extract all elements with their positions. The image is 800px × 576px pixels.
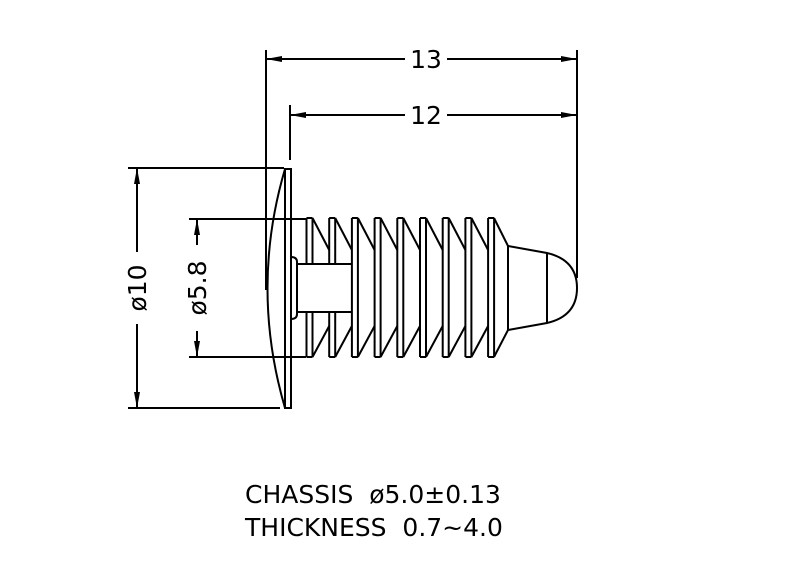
dimension-rib-diameter: ø5.8 <box>183 219 212 357</box>
fastener-head <box>266 168 292 409</box>
note-chassis: CHASSIS ø5.0±0.13 <box>245 480 501 509</box>
dimension-shank-length: 12 <box>290 101 577 130</box>
extension-lines <box>128 50 578 409</box>
note-thickness: THICKNESS 0.7~4.0 <box>244 513 503 542</box>
dimension-overall-length: 13 <box>266 45 577 74</box>
fastener-ribs <box>305 217 496 358</box>
fastener-tip <box>493 217 579 358</box>
fastener-neck <box>290 256 352 320</box>
dimension-head-diameter: ø10 <box>123 168 152 408</box>
dimension-label-ribs: ø5.8 <box>183 260 212 315</box>
dimension-label-12: 12 <box>410 101 442 130</box>
dimension-label-head: ø10 <box>123 264 152 311</box>
dimension-label-13: 13 <box>410 45 442 74</box>
